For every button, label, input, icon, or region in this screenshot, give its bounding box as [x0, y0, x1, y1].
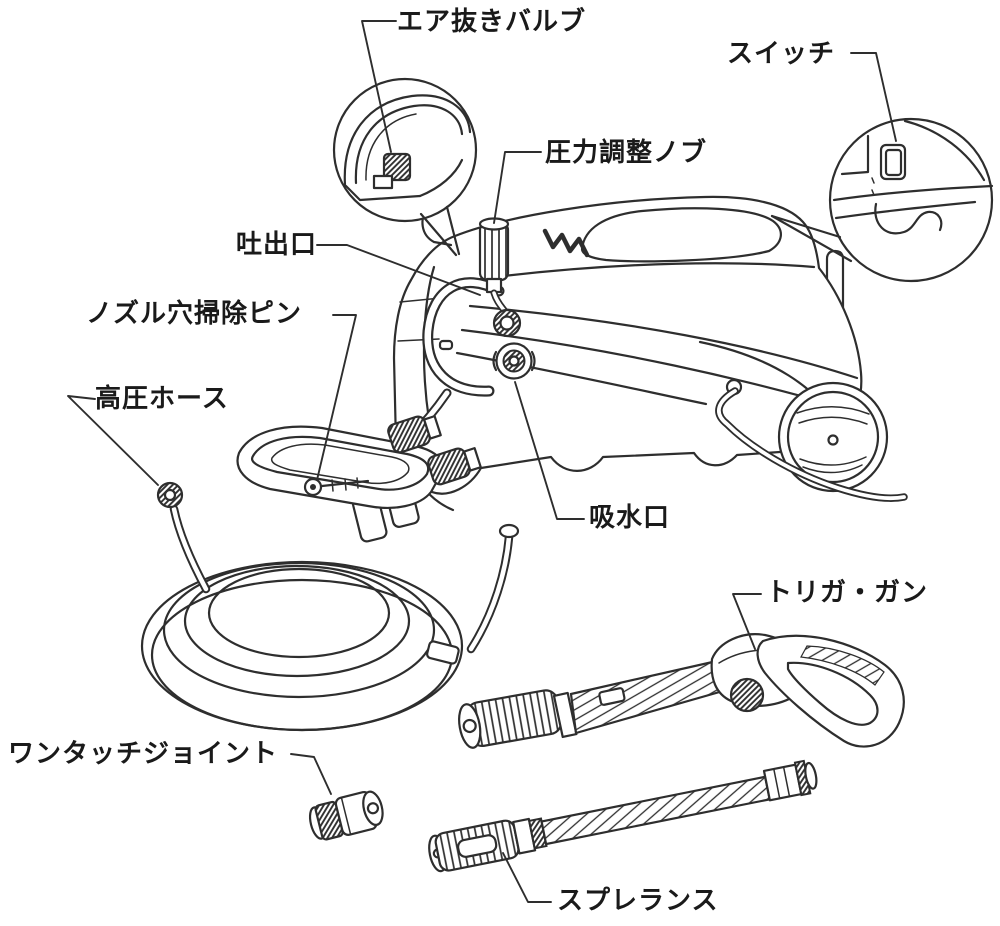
- spray-lance-drawing: [428, 759, 818, 873]
- cleaning-pin: [303, 477, 370, 497]
- discharge-fitting: [492, 308, 522, 338]
- leader-trigger-gun: [732, 593, 762, 650]
- wheel: [777, 381, 889, 493]
- label-nozzle-hole-cleaning-pin: ノズル穴掃除ピン: [86, 298, 303, 328]
- gun-trigger-knob: [729, 677, 765, 713]
- label-air-bleed-valve: エア抜きバルブ: [397, 6, 587, 36]
- gun-barrel: [569, 659, 725, 735]
- callout-switch: [770, 117, 994, 283]
- leader-nozzle-pin: [316, 314, 357, 481]
- label-trigger-gun: トリガ・ガン: [766, 577, 929, 607]
- leader-high-pressure-hose: [67, 395, 159, 486]
- nozzle-pin-plate: [236, 425, 444, 543]
- label-pressure-adjustment-knob: 圧力調整ノブ: [545, 137, 708, 167]
- intake-fitting: [492, 342, 536, 380]
- leader-lines: [67, 20, 897, 903]
- air-bleed-valve-knob: [372, 152, 412, 190]
- leader-spray-lance: [502, 852, 552, 903]
- label-high-pressure-hose: 高圧ホース: [95, 383, 229, 413]
- label-spray-lance: スプレランス: [557, 885, 719, 915]
- label-discharge-port: 吐出口: [236, 229, 318, 259]
- leader-water-intake: [514, 381, 585, 520]
- label-one-touch-joint: ワンタッチジョイント: [8, 738, 279, 768]
- leader-pressure-knob: [493, 151, 542, 224]
- brand-logo: [542, 228, 590, 258]
- high-pressure-hose-coil: [140, 481, 520, 732]
- leader-one-touch-joint: [290, 753, 332, 795]
- switch-button: [879, 143, 907, 181]
- lance-shaft: [540, 775, 771, 846]
- label-switch: スイッチ: [727, 38, 836, 68]
- leader-air-bleed-valve: [361, 20, 397, 153]
- hose-end-fitting: [156, 481, 184, 509]
- trigger-gun-drawing: [458, 633, 905, 749]
- leader-discharge-port: [316, 244, 481, 296]
- label-water-intake-port: 吸水口: [589, 502, 671, 532]
- power-cord: [715, 378, 908, 502]
- leader-switch: [850, 52, 897, 142]
- accessory-pegs: [387, 415, 482, 486]
- callout-air-bleed-valve: [332, 77, 478, 257]
- one-touch-joint-drawing: [308, 790, 384, 841]
